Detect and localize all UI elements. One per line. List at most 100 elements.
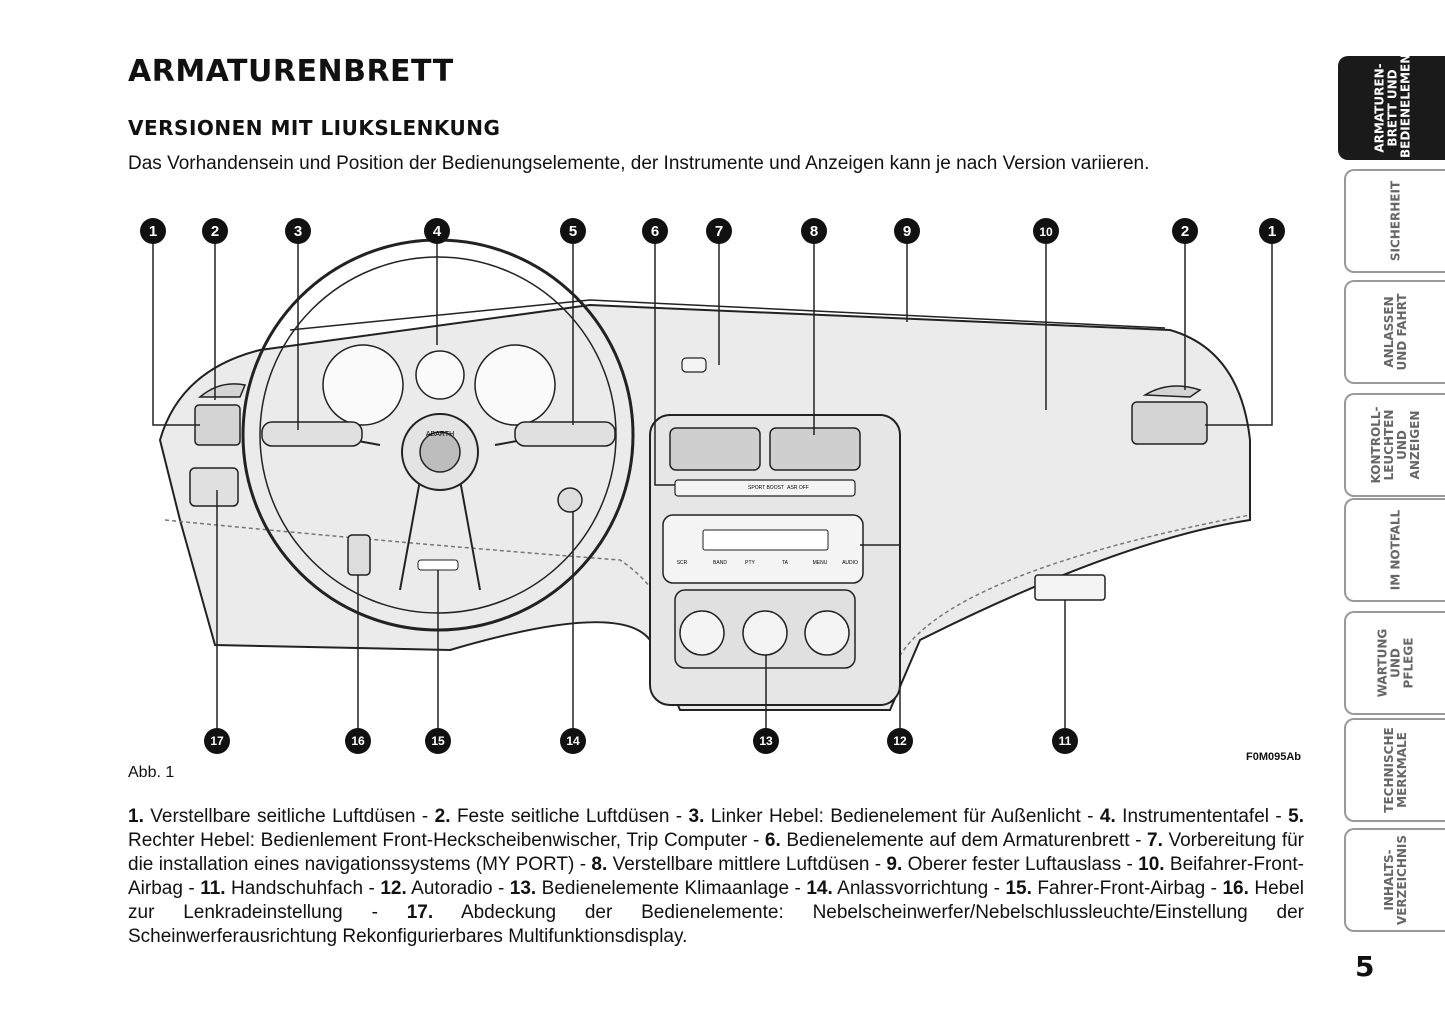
caption-text: Bedienelemente Klimaanlage - (536, 878, 807, 899)
nav-plug (681, 357, 707, 373)
adjust-lever (347, 534, 371, 576)
caption-text: Vorbereitung für die installation eines … (128, 830, 1305, 875)
caption-text: Autoradio - (406, 878, 510, 899)
dashboard-top-edge (289, 299, 1166, 331)
caption-number: 10. (1138, 854, 1165, 875)
caption-text: Fahrer-Front-Airbag - (1031, 878, 1223, 899)
caption-text: Verstellbare mittlere Luftdüsen - (607, 854, 887, 875)
chapter-tab-label: SICHERHEIT (1388, 180, 1402, 262)
caption-text: Oberer fester Luftauslass - (902, 854, 1139, 875)
center-vent-left (669, 427, 761, 471)
caption-text: Hebel zur Lenkradeinstellung - (128, 878, 1305, 923)
callout-9: 9 (903, 223, 911, 240)
callout-17: 17 (210, 734, 224, 748)
radio-display (702, 529, 829, 551)
callout-4: 4 (433, 223, 442, 240)
caption-text: Bedienelemente auf dem Armaturenbrett - (780, 830, 1148, 851)
caption-text: Verstellbare seitliche Luftdüsen - (143, 806, 435, 827)
caption-number: 1. (128, 806, 144, 827)
page-title: ARMATURENBRETT (128, 54, 454, 89)
callout-2: 2 (211, 223, 219, 240)
callout-15: 15 (431, 734, 445, 748)
climate-knob-center (742, 610, 788, 656)
callout-16: 16 (351, 734, 365, 748)
caption-number: 12. (380, 878, 407, 899)
callout-1: 1 (149, 223, 157, 240)
chapter-tab[interactable]: KONTROLL- LEUCHTEN UND ANZEIGEN (1344, 393, 1445, 497)
callout-5: 5 (569, 223, 577, 240)
figure-code: F0M095Ab (1246, 751, 1302, 763)
caption-number: 13. (509, 878, 537, 899)
figure-caption: 1. Verstellbare seitliche Luftdüsen - 2.… (128, 805, 1304, 949)
speedometer (474, 344, 556, 426)
caption-number: 15. (1005, 878, 1032, 899)
chapter-tab[interactable]: TECHNISCHE MERKMALE (1344, 718, 1445, 822)
asr-label: ASR OFF (787, 485, 809, 491)
chapter-tab[interactable]: IM NOTFALL (1344, 498, 1445, 602)
caption-number: 8. (591, 854, 608, 875)
climate-knob-right (804, 610, 850, 656)
left-outer-vent (194, 404, 241, 446)
left-lever (261, 421, 363, 447)
callout-2b: 2 (1181, 223, 1189, 240)
chapter-tab[interactable]: ANLASSEN UND FAHRT (1344, 280, 1445, 384)
caption-number: 11. (200, 878, 226, 899)
callout-3: 3 (294, 223, 302, 240)
dashboard-drawing: ABARTH SPORT BOOST ASR OFF SCR BAND PTY … (140, 218, 1285, 754)
radio-band: BAND (713, 560, 727, 566)
chapter-tab[interactable]: INHALTS- VERZEICHNIS (1344, 828, 1445, 932)
caption-number: 7. (1147, 830, 1163, 851)
chapter-tab[interactable]: WARTUNG UND PFLEGE (1344, 611, 1445, 715)
dashboard-stitch (164, 514, 1251, 681)
chapter-tab-label: KONTROLL- LEUCHTEN UND ANZEIGEN (1368, 406, 1422, 484)
badge-text: ABARTH (426, 431, 454, 438)
caption-text: Handschuhfach - (225, 878, 381, 899)
caption-text: Instrumententafel - (1115, 806, 1289, 827)
caption-number: 17. (406, 902, 434, 923)
abarth-badge (419, 431, 461, 473)
chapter-tab-label: WARTUNG UND PFLEGE (1375, 628, 1415, 698)
callout-11: 11 (1059, 734, 1072, 748)
chapter-tab-label: INHALTS- VERZEICHNIS (1381, 834, 1409, 926)
caption-number: 2. (434, 806, 451, 827)
caption-number: 4. (1099, 806, 1116, 827)
chapter-tab-label: ANLASSEN UND FAHRT (1381, 293, 1409, 371)
callout-7: 7 (715, 223, 723, 240)
callout-1b: 1 (1268, 223, 1276, 240)
caption-text: Abdeckung der Bedienelemente: Nebelschei… (128, 902, 1304, 947)
right-lever (514, 421, 616, 447)
left-fixed-vent (197, 383, 247, 398)
caption-text: Linker Hebel: Bedienelement für Außenlic… (704, 806, 1100, 827)
caption-text: Feste seitliche Luftdüsen - (450, 806, 689, 827)
glovebox-handle (1034, 574, 1106, 601)
caption-number: 14. (806, 878, 833, 899)
right-outer-vent (1131, 401, 1208, 445)
chapter-tab[interactable]: ARMATUREN- BRETT UND BEDIENELEMENTE (1338, 37, 1445, 160)
sport-boost-label: SPORT BOOST (748, 485, 784, 491)
ignition (557, 487, 583, 513)
page-number: 5 (1355, 950, 1375, 983)
callout-13: 13 (759, 734, 773, 748)
radio-scr: SCR (677, 560, 688, 566)
left-switch-panel (189, 467, 239, 507)
chapter-tab-label: ARMATUREN- BRETT UND BEDIENELEMENTE (1372, 37, 1412, 158)
climate-knob-left (679, 610, 725, 656)
callout-10: 10 (1039, 225, 1053, 239)
callout-12: 12 (893, 734, 907, 748)
right-fixed-vent (1142, 385, 1202, 398)
dashboard-illustration: ABARTH SPORT BOOST ASR OFF SCR BAND PTY … (120, 200, 1310, 760)
callout-6: 6 (651, 223, 659, 240)
caption-number: 3. (688, 806, 705, 827)
radio-menu: MENU (813, 560, 828, 566)
radio-pty: PTY (745, 560, 755, 566)
caption-text: Beifahrer-Front-Airbag - (128, 854, 1305, 899)
leader-lines (152, 242, 1273, 730)
figure-label: Abb. 1 (128, 764, 175, 781)
caption-text: Rechter Hebel: Bedienlement Front-Hecksc… (128, 830, 765, 851)
section-subtitle: VERSIONEN MIT LIUKSLENKUNG (128, 116, 501, 140)
chapter-tab[interactable]: SICHERHEIT (1344, 169, 1445, 273)
center-vent-right (769, 427, 861, 471)
chapter-tab-label: IM NOTFALL (1388, 509, 1402, 591)
horn-pad (417, 559, 459, 571)
caption-number: 5. (1288, 806, 1304, 827)
